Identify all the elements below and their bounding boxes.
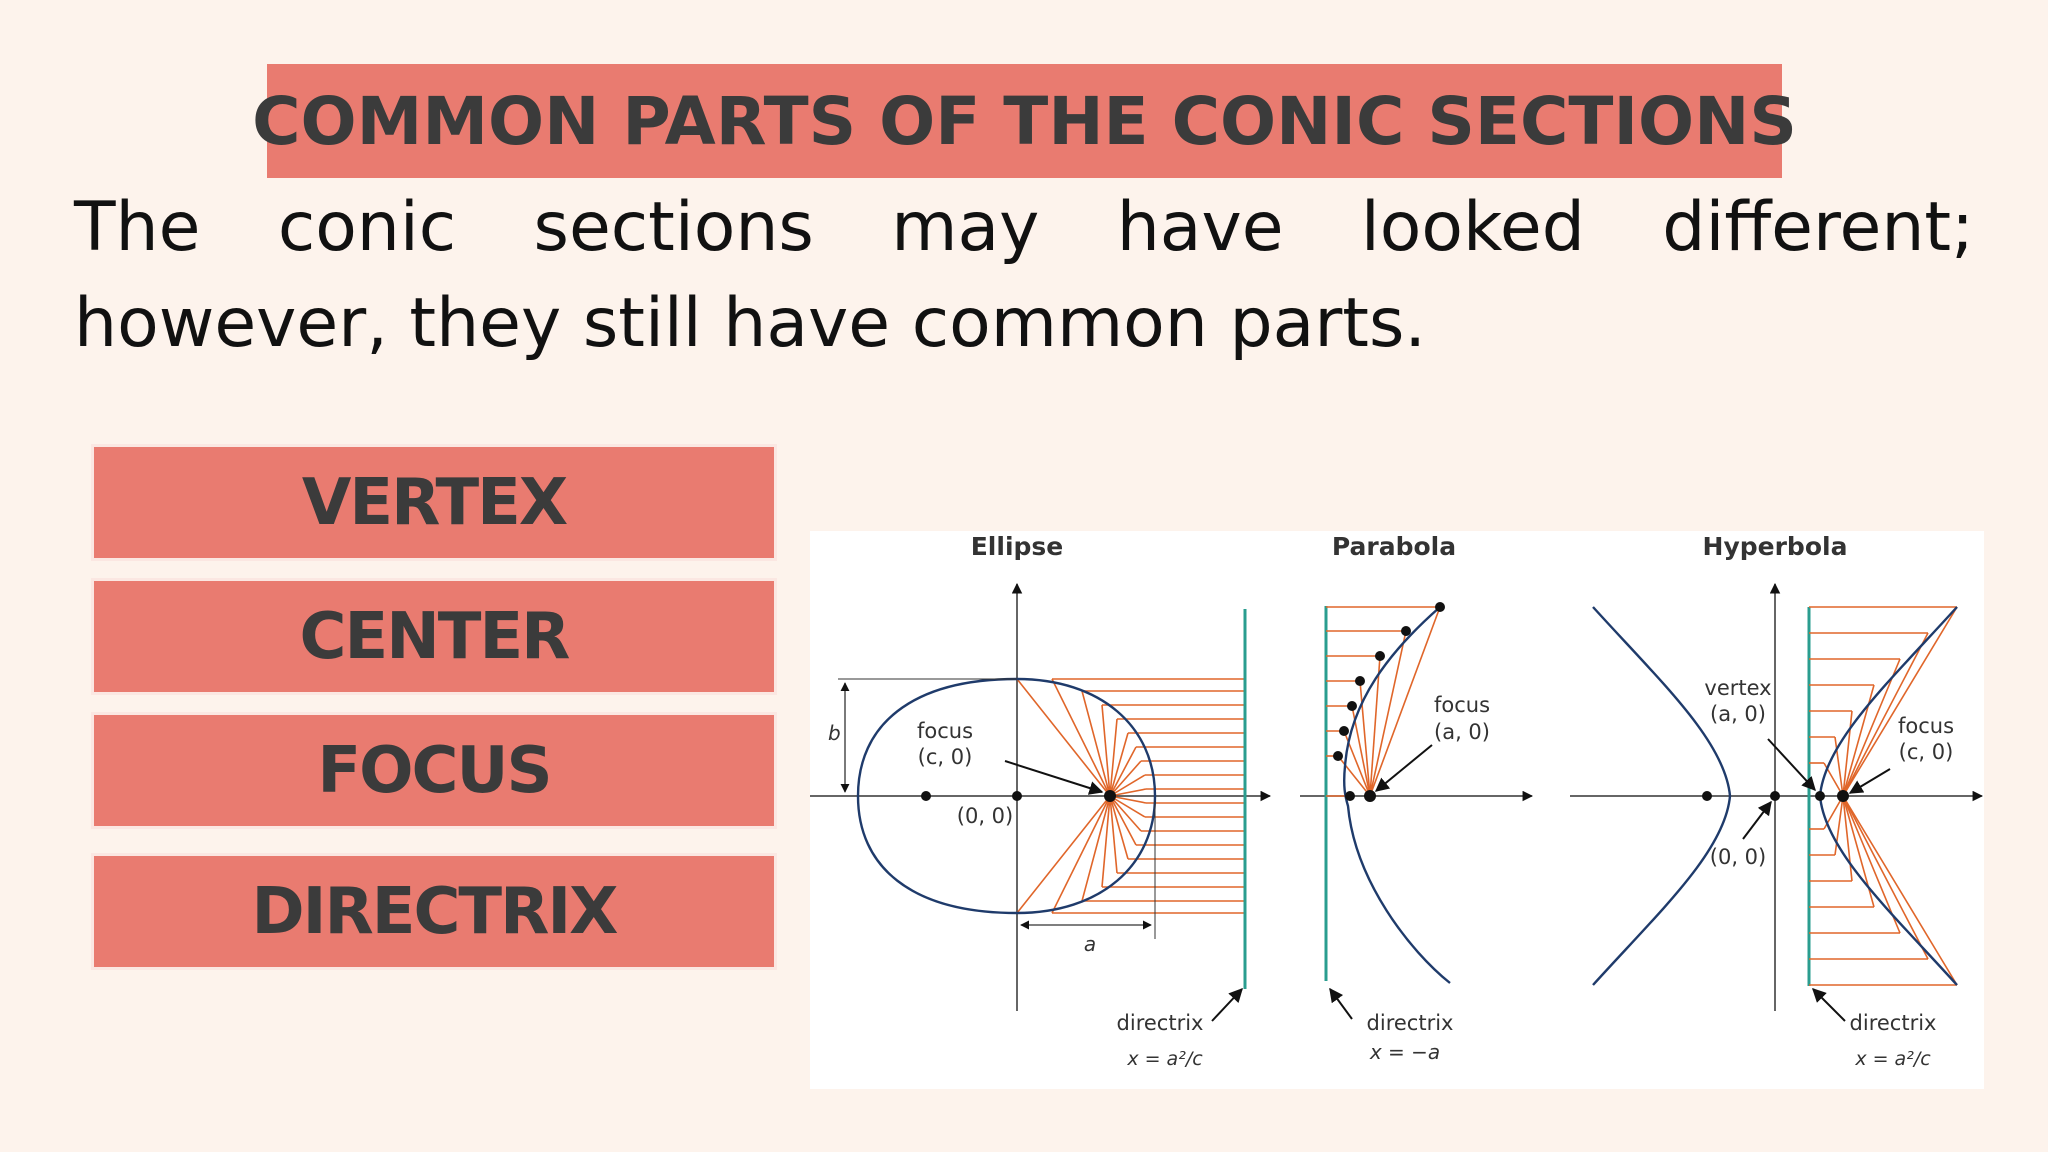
hyperbola-focus-point: [1837, 790, 1849, 802]
hyperbola-vertex-arrow: [1767, 738, 1816, 792]
part-focus: FOCUS: [91, 712, 777, 829]
ellipse-left-focus: [921, 791, 931, 801]
hyperbola-left-focus: [1702, 791, 1712, 801]
ellipse-focus-label: focus: [917, 719, 973, 743]
hyperbola-focus-arrow: [1848, 768, 1891, 794]
parabola-heading: Parabola: [1332, 532, 1456, 561]
parabola-directrix-label: directrix: [1367, 1011, 1454, 1035]
hyperbola-vertex-point: [1815, 791, 1825, 801]
hyperbola-directrix-arrow: [1812, 988, 1846, 1022]
ellipse-directrix-eq: x = a²/c: [1126, 1048, 1203, 1070]
ellipse-curve: [856, 677, 1157, 915]
hyperbola-left-branch: [1592, 606, 1732, 986]
hyperbola-vertex-label: vertex: [1704, 676, 1771, 700]
ellipse-focus-rays: [1016, 678, 1147, 914]
title-banner: COMMON PARTS OF THE CONIC SECTIONS: [252, 64, 1797, 178]
parabola-directrix-arrow: [1329, 987, 1353, 1020]
hyperbola-vertex-coords: (a, 0): [1710, 702, 1766, 726]
ellipse-panel: b a focus (c, 0) (0, 0) directrix x = a²…: [810, 582, 1272, 1070]
hyperbola-center-point: [1770, 791, 1780, 801]
ellipse-directrix-label: directrix: [1117, 1011, 1204, 1035]
ellipse-origin-label: (0, 0): [957, 804, 1013, 828]
ellipse-b-label: b: [828, 721, 841, 745]
hyperbola-directrix-eq: x = a²/c: [1854, 1048, 1931, 1070]
ellipse-a-label: a: [1084, 932, 1096, 956]
hyperbola-panel: vertex (a, 0) focus (c, 0) (0, 0) direct…: [1570, 582, 1984, 1070]
part-directrix-label: DIRECTRIX: [251, 874, 619, 949]
part-vertex: VERTEX: [91, 444, 777, 561]
part-center: CENTER: [91, 578, 777, 695]
parabola-vertex-point: [1345, 791, 1355, 801]
parabola-focus-label: focus: [1434, 693, 1490, 717]
parabola-directrix-eq: x = −a: [1369, 1040, 1440, 1064]
hyperbola-focus-label: focus: [1898, 714, 1954, 738]
part-vertex-label: VERTEX: [301, 465, 568, 540]
parabola-focus-point: [1364, 790, 1376, 802]
hyperbola-horizontal-rays: [1809, 606, 1957, 986]
parabola-focus-rays: [1337, 606, 1441, 797]
ellipse-directrix-arrow: [1211, 987, 1243, 1022]
ellipse-horizontal-rays: [1052, 678, 1245, 914]
intro-text: The conic sections may have looked diffe…: [74, 188, 1974, 363]
hyperbola-origin-label: (0, 0): [1710, 845, 1766, 869]
hyperbola-origin-arrow: [1742, 800, 1772, 840]
parabola-panel: focus (a, 0) directrix x = −a: [1300, 602, 1534, 1064]
part-focus-label: FOCUS: [317, 733, 552, 808]
conic-diagram: Ellipse Parabola Hyperbola: [810, 531, 1984, 1089]
parabola-curve: [1343, 606, 1451, 984]
hyperbola-focus-rays: [1823, 606, 1958, 986]
page-title: COMMON PARTS OF THE CONIC SECTIONS: [252, 82, 1797, 160]
parabola-horizontal-rays: [1326, 606, 1440, 797]
part-directrix: DIRECTRIX: [91, 853, 777, 970]
hyperbola-directrix-label: directrix: [1850, 1011, 1937, 1035]
hyperbola-heading: Hyperbola: [1703, 532, 1848, 561]
conic-diagram-svg: Ellipse Parabola Hyperbola: [810, 532, 1984, 1070]
ellipse-focus-coords: (c, 0): [918, 745, 973, 769]
ellipse-heading: Ellipse: [971, 532, 1064, 561]
part-center-label: CENTER: [299, 599, 571, 674]
ellipse-focus-arrow: [1004, 760, 1104, 795]
parabola-focus-arrow: [1374, 744, 1433, 792]
ellipse-center-point: [1012, 791, 1022, 801]
parabola-focus-coords: (a, 0): [1434, 720, 1490, 744]
ellipse-focus-point: [1104, 790, 1116, 802]
hyperbola-focus-coords: (c, 0): [1899, 740, 1954, 764]
